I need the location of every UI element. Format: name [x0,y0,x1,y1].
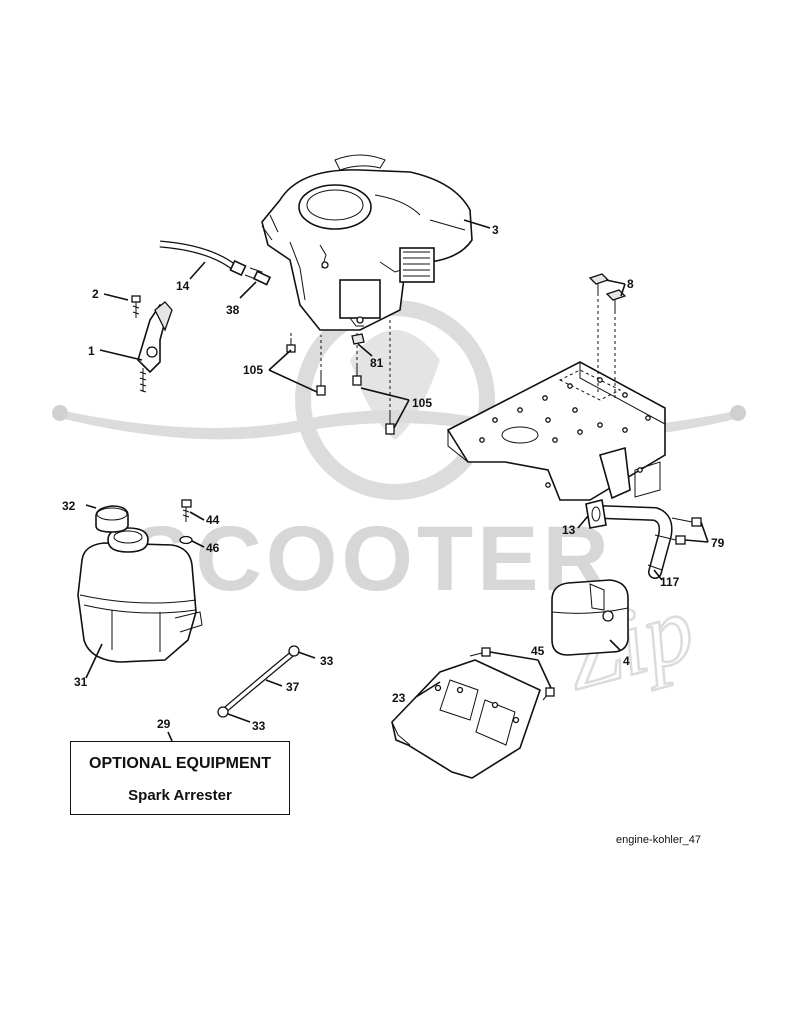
bolts-45 [469,647,555,701]
part-label: 29 [157,717,171,731]
part-label: 1 [88,344,95,358]
part-label: 23 [392,691,406,705]
muffler [551,579,629,656]
leader-13 [577,515,589,529]
heat-shield [391,659,541,779]
leader-2 [103,293,129,301]
optional-equipment-subtitle: Spark Arrester [128,787,232,804]
leader-117 [653,569,663,581]
fuel-line [159,240,272,286]
exhaust-pipe [585,499,673,579]
part-label: 33 [252,719,266,733]
watermark-brand: SCOOTER [130,508,613,610]
part-label: 79 [711,536,725,550]
leader-1 [99,349,143,361]
part-label: 31 [74,675,88,689]
fuel-cap [85,504,129,533]
part-label: 33 [320,654,334,668]
engine [261,154,473,331]
part-label: 45 [531,644,545,658]
bolts-105-left [268,338,326,396]
screw-44-washer-46 [179,499,205,548]
part-label: 37 [286,680,300,694]
part-label: 38 [226,303,240,317]
throttle-bracket [131,295,173,393]
diagram-caption: engine-kohler_47 [616,834,702,846]
part-label: 8 [627,277,634,291]
leader-3 [463,219,491,229]
frame-holes [479,377,651,488]
leader-29 [167,731,173,742]
part-label: 105 [243,363,263,377]
optional-equipment-box: OPTIONAL EQUIPMENT Spark Arrester [70,741,290,815]
part-label: 81 [370,356,384,370]
leader-23 [415,681,441,698]
part-label: 4 [623,654,630,668]
part-label: 32 [62,499,76,513]
part-81 [351,333,373,357]
part-labels: 1 2 3 4 8 13 14 23 29 31 32 33 33 37 38 … [62,223,725,733]
bolts-105-right [352,364,410,435]
leader-38 [239,281,257,299]
optional-equipment-title: OPTIONAL EQUIPMENT [89,755,271,772]
fuel-hose [217,645,316,723]
part-label: 3 [492,223,499,237]
nuts-8 [588,273,627,312]
bolts-79 [654,517,709,545]
frame-plate [446,293,666,501]
part-label: 2 [92,287,99,301]
part-label: 117 [660,575,680,589]
part-label: 14 [176,279,190,293]
part-label: 105 [412,396,432,410]
part-label: 44 [206,513,220,527]
part-label: 46 [206,541,220,555]
leader-14 [189,261,206,280]
fuel-tank [77,527,203,679]
part-label: 13 [562,523,576,537]
